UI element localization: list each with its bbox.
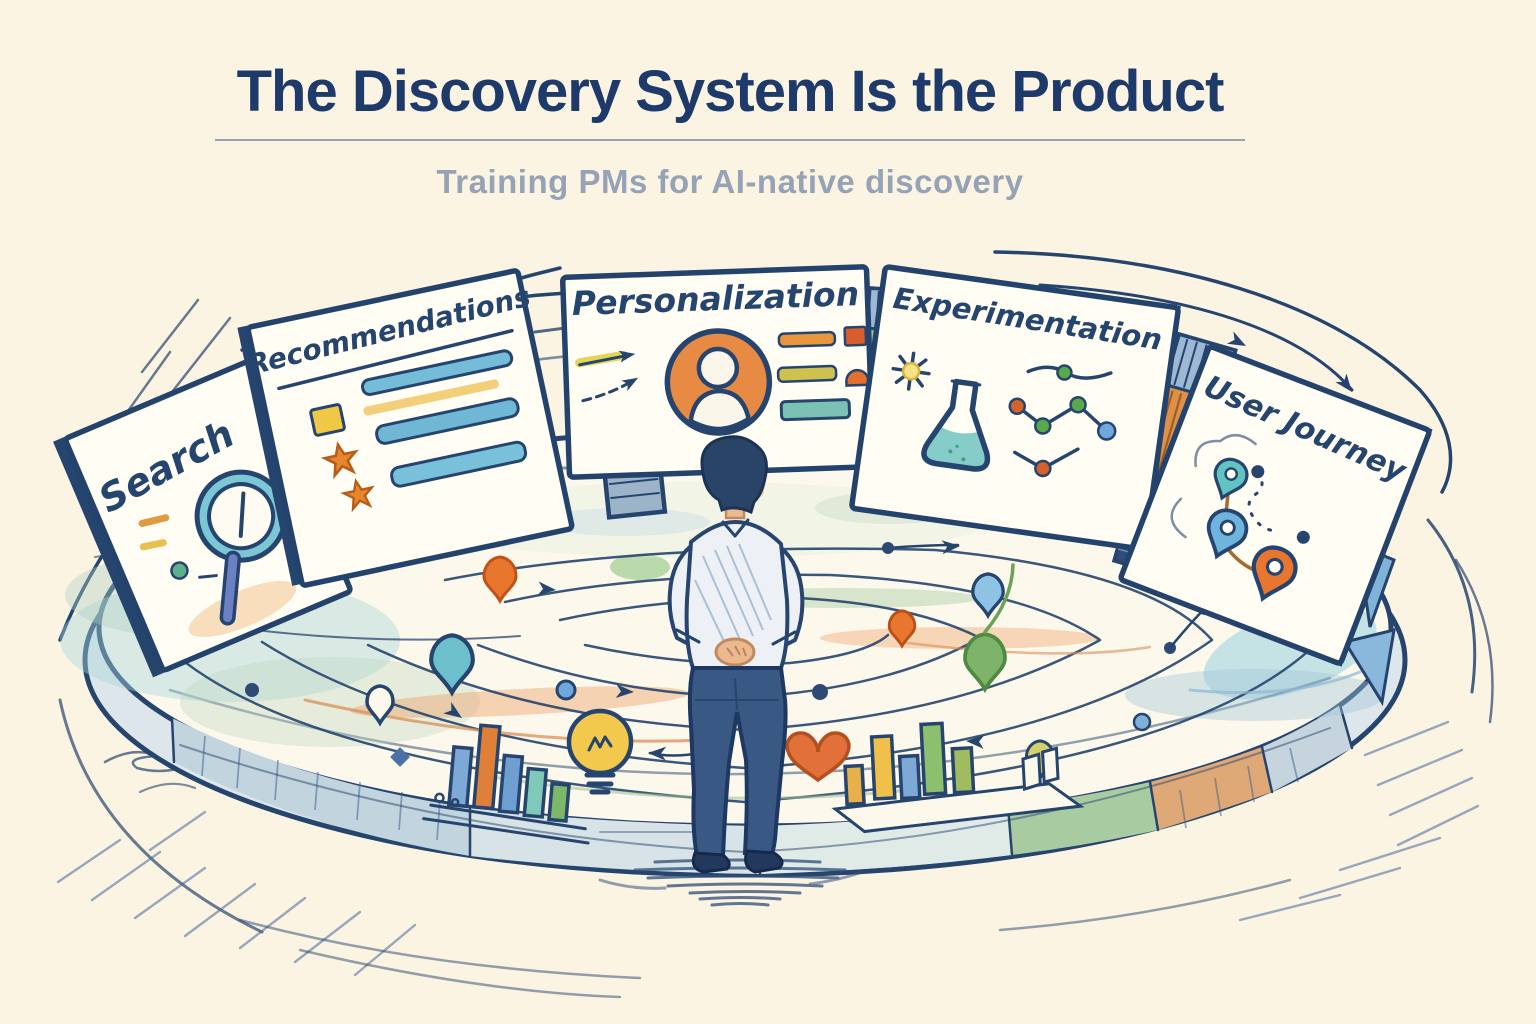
wall-segment: [1150, 747, 1272, 830]
arrow-icon: [575, 350, 639, 403]
dot: [555, 679, 577, 701]
dot: [882, 542, 894, 554]
heart-icon: [785, 731, 851, 783]
hatch-left: [56, 810, 417, 977]
person-torso: [684, 519, 790, 670]
flask-icon: [921, 378, 991, 472]
personalization-rows: [776, 325, 870, 422]
list-bar-icon: [360, 349, 528, 488]
map-pin-icon: [1213, 457, 1249, 501]
star-icon: [340, 477, 375, 513]
person-shoe-right: [744, 849, 784, 874]
wall-segment: [1262, 705, 1352, 792]
left-bar-chart: [422, 723, 590, 845]
person-figure: [667, 435, 805, 874]
shirt-hatch: [694, 543, 772, 653]
dot: [245, 683, 259, 697]
drop-pin-teal: [429, 633, 475, 697]
panel-user-journey: User Journey: [1118, 344, 1433, 667]
block-shapes: [1021, 746, 1060, 792]
person-shoe-left: [691, 851, 731, 874]
person-pants: [687, 666, 788, 858]
right-bar-chart: [831, 721, 1085, 834]
line-chart-icon: [1008, 364, 1117, 478]
map-pin-icon: [1206, 508, 1249, 560]
avatar-icon: [664, 328, 773, 436]
lightbulb-icon: [566, 708, 634, 795]
spark-icon: [891, 351, 931, 391]
header: The Discovery System Is the Product Trai…: [0, 58, 1460, 201]
dot: [812, 684, 828, 700]
title-divider: [215, 139, 1245, 141]
hatch-right: [1238, 720, 1480, 922]
dot: [1132, 712, 1152, 732]
page-subtitle: Training PMs for AI-native discovery: [436, 163, 1024, 200]
drop-pin-outline: [365, 684, 395, 727]
thumbnail-square: [309, 403, 346, 437]
map-pin-icon: [1251, 545, 1298, 602]
swirl-arrow-icon: [1335, 373, 1352, 392]
magnifier-icon: [138, 469, 288, 626]
panel-experimentation: Experimentation: [849, 264, 1181, 552]
wall-segment: [1008, 782, 1158, 855]
highlight-streak: [363, 379, 499, 416]
drop-pin-green: [963, 632, 1007, 694]
drop-pin-orange-2: [887, 609, 917, 649]
wall-hatch: [201, 735, 1299, 841]
star-icon: [320, 441, 359, 480]
drop-pin-orange: [482, 555, 518, 605]
person-hands: [714, 637, 756, 667]
panel-recommendations: Recommendations: [237, 268, 575, 588]
drop-pin-blue: [971, 572, 1005, 620]
page-title: The Discovery System Is the Product: [236, 59, 1225, 124]
wedge: [1342, 628, 1396, 707]
panel-personalization: Personalization: [559, 264, 877, 480]
person-shadow: [598, 858, 864, 907]
swirl-arrow-icon: [1226, 331, 1246, 346]
person-hair: [700, 435, 768, 515]
wash: [188, 580, 297, 638]
